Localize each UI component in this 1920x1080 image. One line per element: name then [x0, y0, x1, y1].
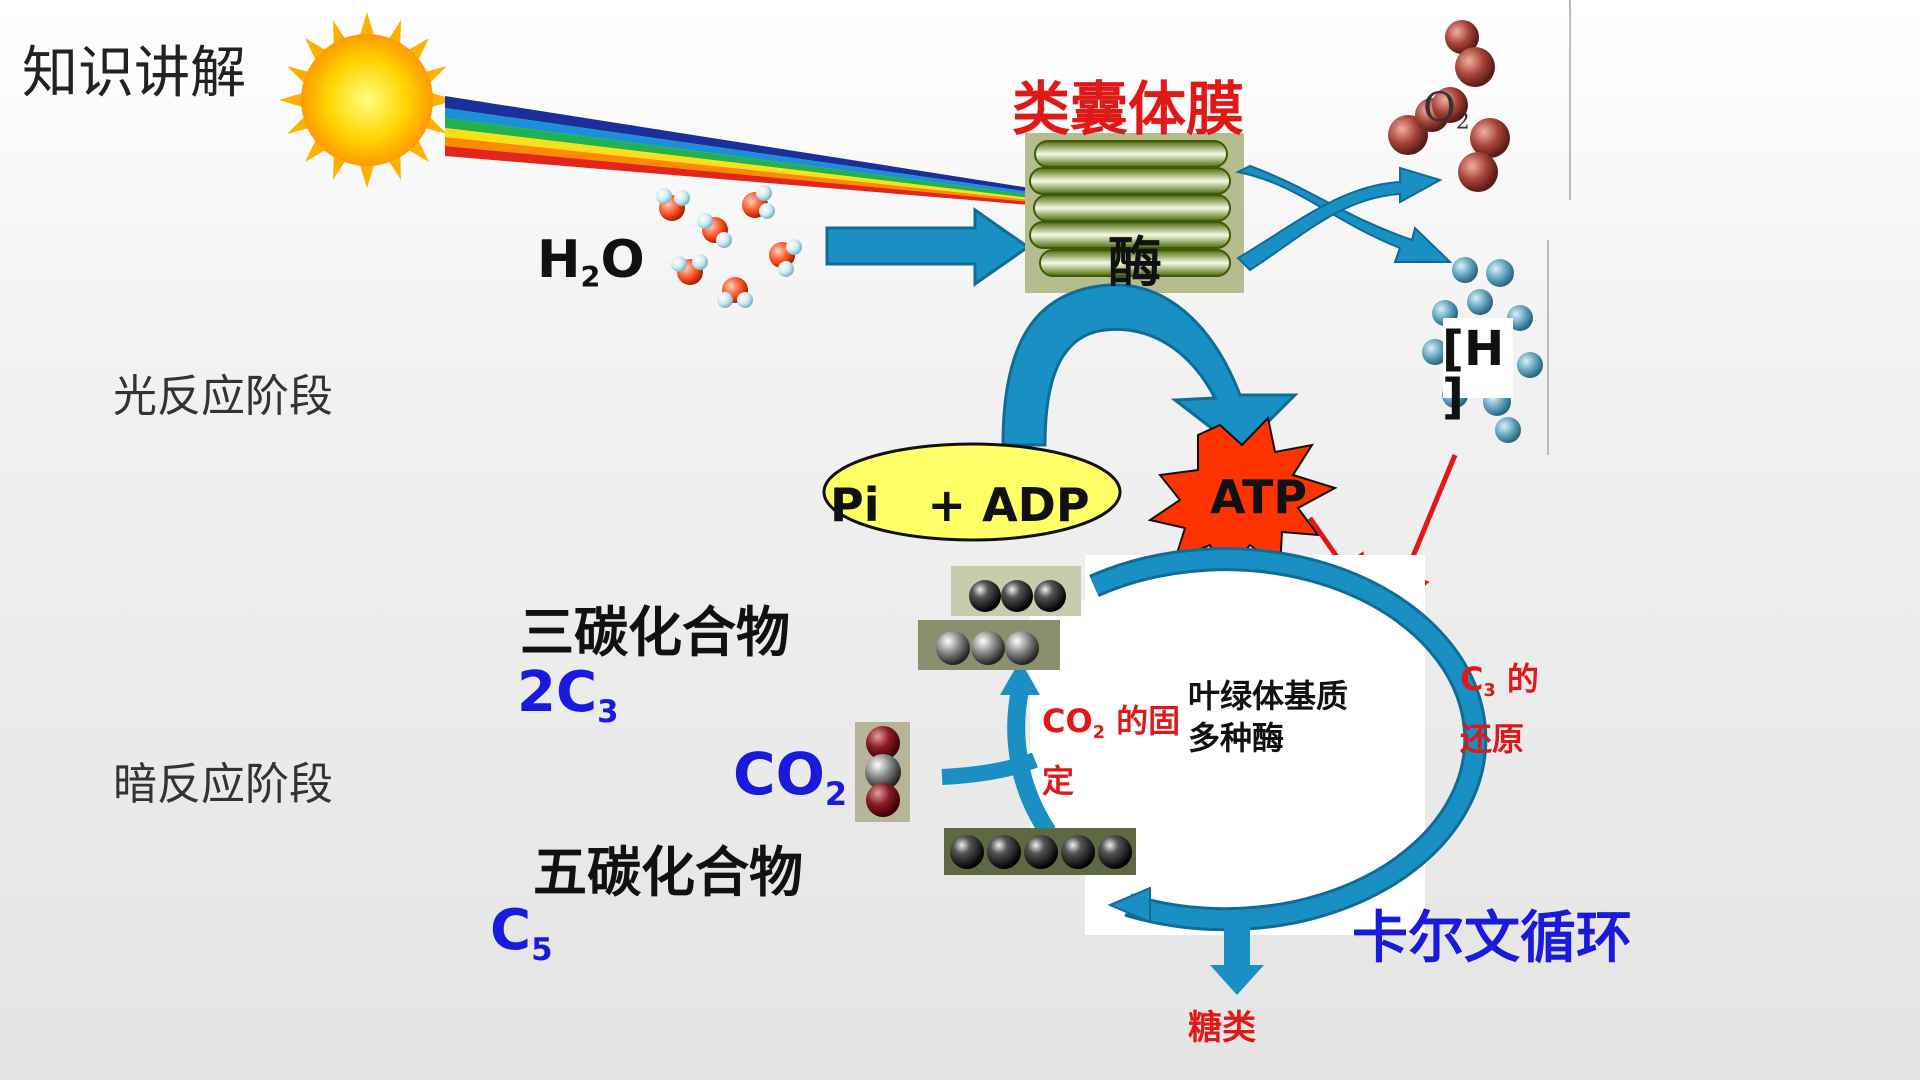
sun-icon	[279, 12, 455, 188]
water-molecules-icon	[656, 185, 802, 308]
c3-molecules-icon	[918, 566, 1081, 670]
water-label: H2O	[537, 230, 645, 294]
oxygen-label: O2	[1423, 85, 1470, 135]
c3-formula-label: 2C3	[517, 660, 619, 730]
c5-formula-label: C5	[490, 898, 553, 968]
dark-phase-label: 暗反应阶段	[113, 759, 333, 810]
hydrogen-label: [H]	[1442, 321, 1505, 425]
pi-adp-ellipse	[822, 442, 1122, 542]
thylakoid-output-arrows	[1234, 164, 1453, 272]
thylakoid-title: 类囊体膜	[1012, 75, 1245, 143]
co2-label: CO2	[733, 740, 848, 814]
light-phase-label: 光反应阶段	[113, 371, 333, 422]
atp-label: ATP	[1210, 470, 1308, 524]
water-input-arrow	[825, 207, 1031, 287]
enzyme-label: 酶	[1108, 231, 1162, 294]
hydrogen-molecules-icon	[1422, 240, 1549, 455]
thylakoid-grana-icon	[1025, 133, 1244, 293]
c5-name-label: 五碳化合物	[533, 841, 803, 904]
co2-fixation-arrow	[941, 660, 1056, 837]
sugar-output-arrow	[1210, 920, 1264, 995]
co2-fixation-label: CO2 的固定	[1042, 702, 1181, 801]
c3-name-label: 三碳化合物	[520, 601, 790, 664]
atp-synthesis-arrow	[1001, 283, 1299, 452]
light-spectrum-beam	[445, 96, 1030, 205]
c5-molecules-icon	[944, 828, 1136, 875]
stroma-label: 叶绿体基质多种酶	[1188, 677, 1349, 757]
sugar-label: 糖类	[1188, 1008, 1256, 1048]
slide-title: 知识讲解	[22, 41, 246, 106]
c3-reduction-label: C3 的还原	[1460, 660, 1539, 759]
oxygen-molecules-icon	[1388, 0, 1571, 200]
calvin-cycle-ring	[1089, 547, 1488, 932]
calvin-cycle-label: 卡尔文循环	[1352, 906, 1632, 971]
pi-adp-label: Pi + ADP	[830, 478, 1090, 532]
co2-molecule-icon	[855, 722, 910, 822]
